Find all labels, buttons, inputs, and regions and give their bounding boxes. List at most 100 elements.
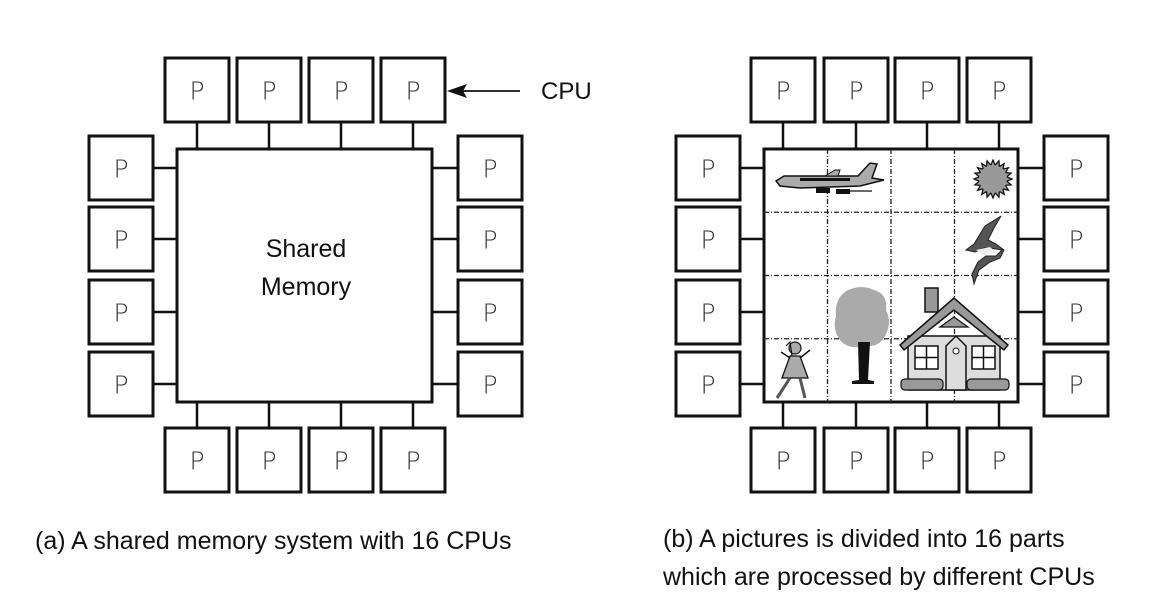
processor-label: P [405, 447, 420, 476]
processor-label: P [700, 299, 715, 328]
caption-b-line1: (b) A pictures is divided into 16 parts [663, 525, 1065, 553]
processor-label: P [482, 371, 497, 400]
processor-left-9: P [87, 134, 177, 202]
shared-memory-label-line2: Memory [261, 273, 352, 301]
processor-box [307, 426, 375, 494]
processor-top-3: P [307, 56, 375, 149]
processor-right-13: P [1018, 134, 1110, 202]
house-icon [898, 287, 1010, 391]
processor-top-4: P [965, 56, 1033, 149]
processor-box [1042, 350, 1110, 418]
girl-icon [775, 340, 811, 399]
processor-bottom-8: P [965, 402, 1033, 494]
processor-label: P [1068, 299, 1083, 328]
caption-a: (a) A shared memory system with 16 CPUs [35, 527, 512, 555]
processor-left-12: P [87, 350, 177, 418]
processors-b: P P P P P P P P P P P P P P P P [674, 56, 1110, 494]
processor-bottom-5: P [163, 402, 231, 494]
processor-right-13: P [432, 134, 524, 202]
processor-label: P [991, 77, 1006, 106]
processor-label: P [919, 447, 934, 476]
processor-right-16: P [432, 350, 524, 418]
divided-picture-diagram: P P P P P P P P P P P P P P P P [674, 56, 1110, 494]
caption-b-line2: which are processed by different CPUs [663, 563, 1095, 591]
processor-box [456, 205, 524, 273]
sun-icon [972, 158, 1014, 200]
cpu-callout-arrow [447, 84, 520, 98]
processor-left-9: P [674, 134, 764, 202]
processor-box [87, 205, 155, 273]
processor-box [379, 426, 447, 494]
processor-left-12: P [674, 350, 764, 418]
processor-label: P [482, 299, 497, 328]
processor-label: P [1068, 226, 1083, 255]
processor-label: P [189, 77, 204, 106]
processor-box [674, 205, 742, 273]
shared-memory-diagram: Shared Memory P P P P P P P P P P P P P P P P CPU [87, 56, 592, 494]
shared-memory-block [175, 147, 434, 404]
processor-top-2: P [822, 56, 890, 149]
processor-box [235, 426, 303, 494]
processor-box [235, 56, 303, 124]
processor-label: P [261, 447, 276, 476]
processor-label: P [1068, 155, 1083, 184]
airplane-icon [774, 162, 885, 194]
processor-label: P [482, 155, 497, 184]
processor-top-1: P [749, 56, 817, 149]
processor-box [307, 56, 375, 124]
processor-label: P [848, 77, 863, 106]
processor-label: P [775, 77, 790, 106]
processor-label: P [700, 371, 715, 400]
processor-label: P [113, 226, 128, 255]
processor-bottom-7: P [893, 402, 961, 494]
processor-label: P [113, 155, 128, 184]
processor-bottom-7: P [307, 402, 375, 494]
processor-box [87, 350, 155, 418]
processor-box [163, 426, 231, 494]
processor-label: P [700, 155, 715, 184]
processor-top-1: P [163, 56, 231, 149]
processor-label: P [333, 447, 348, 476]
processor-bottom-6: P [235, 402, 303, 494]
processor-label: P [113, 299, 128, 328]
processor-label: P [1068, 371, 1083, 400]
processor-box [893, 426, 961, 494]
processor-label: P [113, 371, 128, 400]
processor-box [456, 134, 524, 202]
processor-label: P [848, 447, 863, 476]
processor-right-14: P [432, 205, 524, 273]
tree-icon [834, 287, 889, 384]
processor-bottom-6: P [822, 402, 890, 494]
arrow-head-icon [447, 84, 467, 98]
processor-right-15: P [1018, 278, 1110, 346]
processor-bottom-5: P [749, 402, 817, 494]
processor-bottom-8: P [379, 402, 447, 494]
processor-left-11: P [674, 278, 764, 346]
processor-top-4: P [379, 56, 447, 149]
processor-label: P [189, 447, 204, 476]
processor-box [965, 426, 1033, 494]
processor-label: P [919, 77, 934, 106]
shared-memory-label-line1: Shared [266, 235, 347, 263]
processor-box [456, 278, 524, 346]
processor-top-2: P [235, 56, 303, 149]
processor-top-3: P [893, 56, 961, 149]
processor-label: P [482, 226, 497, 255]
bird-icon [964, 215, 1005, 286]
processor-label: P [405, 77, 420, 106]
processor-box [965, 56, 1033, 124]
processor-left-11: P [87, 278, 177, 346]
processor-right-14: P [1018, 205, 1110, 273]
processor-label: P [700, 226, 715, 255]
processors-a: P P P P P P P P P P P P P P P P [87, 56, 524, 494]
processor-right-16: P [1018, 350, 1110, 418]
processor-box [674, 350, 742, 418]
processor-label: P [261, 77, 276, 106]
cpu-callout-label: CPU [541, 78, 592, 105]
processor-right-15: P [432, 278, 524, 346]
processor-label: P [333, 77, 348, 106]
processor-left-10: P [674, 205, 764, 273]
processor-left-10: P [87, 205, 177, 273]
processor-label: P [991, 447, 1006, 476]
